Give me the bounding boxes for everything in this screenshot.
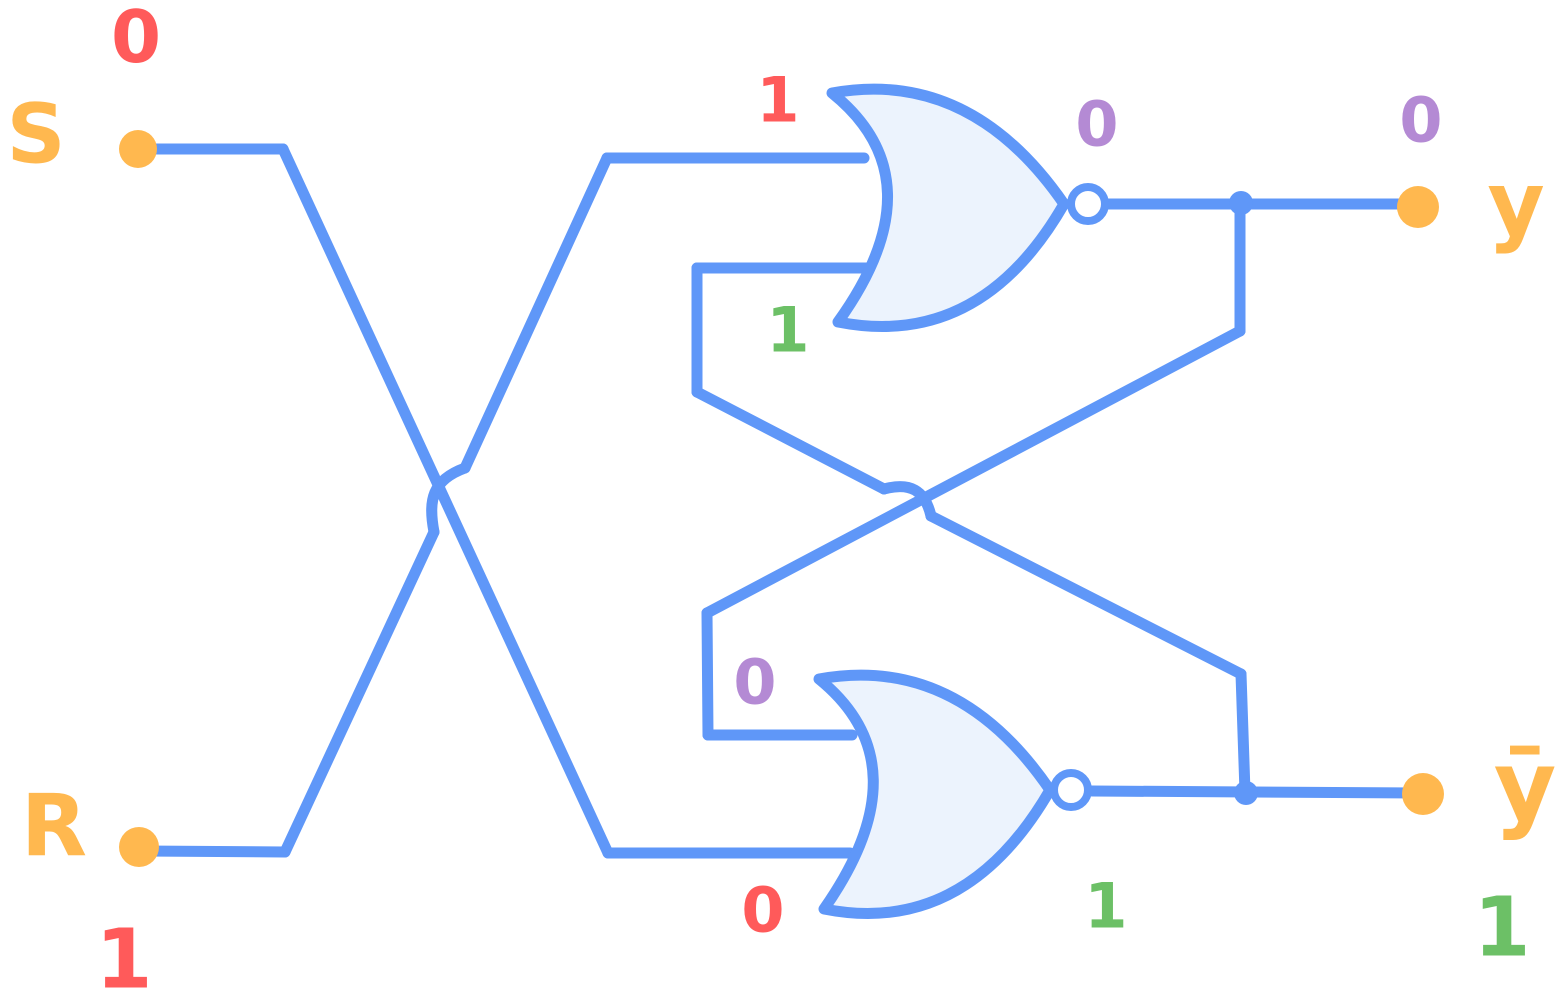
r-value: 1 xyxy=(95,913,152,1000)
q-junction-dot xyxy=(1229,191,1253,215)
qbar-output-terminal xyxy=(1402,773,1444,815)
r-label: R xyxy=(21,776,87,876)
s-value: 0 xyxy=(111,0,161,79)
s-input-terminal xyxy=(119,130,157,168)
wire-r-diagonal-lower xyxy=(279,526,440,858)
bottom-nor-gate-bubble xyxy=(1050,769,1092,811)
wire-qbar-feedback-diagonal-upper xyxy=(691,386,890,495)
r-input-terminal xyxy=(119,827,159,867)
bottom-nor-gate-body xyxy=(813,669,1056,919)
wire-qbar-hop xyxy=(878,481,937,522)
bottom-gate-input2-value: 0 xyxy=(741,874,784,947)
top-gate-input1-value: 1 xyxy=(756,64,799,137)
top-nor-gate xyxy=(826,83,1109,332)
bottom-gate-input1-value: 0 xyxy=(733,646,776,719)
top-nor-gate-bubble xyxy=(1067,183,1109,225)
qbar-junction-dot xyxy=(1234,781,1258,805)
q-output-terminal xyxy=(1397,186,1439,228)
wires xyxy=(136,143,1426,859)
wire-r-diagonal-upper xyxy=(459,152,613,474)
wire-qbar-feedback-diagonal xyxy=(925,510,1247,680)
top-gate-output-value: 0 xyxy=(1075,88,1118,161)
qbar-label: ȳ xyxy=(1494,730,1556,842)
q-value: 0 xyxy=(1399,84,1442,157)
q-label: y xyxy=(1487,153,1544,256)
wire-s-diagonal xyxy=(277,143,614,859)
qbar-value: 1 xyxy=(1473,881,1530,976)
wire-q-feedback-down xyxy=(701,607,714,741)
s-label: S xyxy=(6,88,65,183)
top-gate-input2-value: 1 xyxy=(766,294,809,367)
top-nor-gate-body xyxy=(826,83,1070,332)
wire-r-hop xyxy=(426,462,471,538)
wire-q-feedback-diagonal xyxy=(701,325,1246,619)
wire-r-input xyxy=(136,845,291,858)
wire-qbar-feedback-vertical xyxy=(1235,668,1251,798)
bottom-gate-output-value: 1 xyxy=(1084,870,1127,943)
bottom-nor-gate xyxy=(813,669,1092,919)
